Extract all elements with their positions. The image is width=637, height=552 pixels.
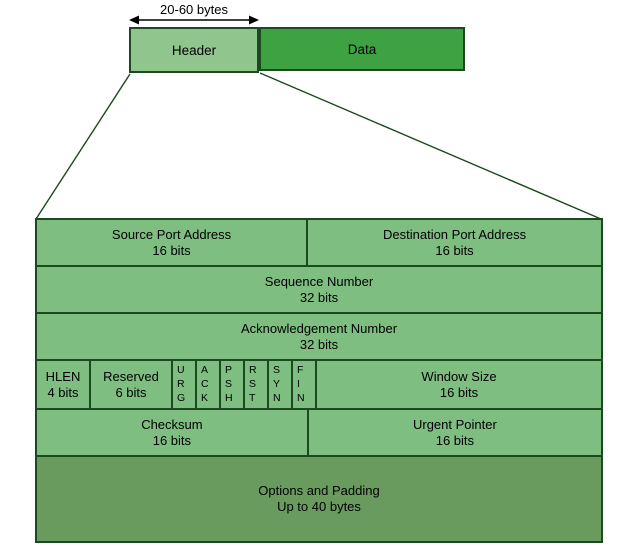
field-flag-urg: U R G	[173, 361, 195, 408]
field-flag-rst: R S T	[245, 361, 267, 408]
arrowhead-left-icon	[129, 15, 139, 25]
field-reserved: Reserved 6 bits	[91, 361, 171, 408]
table-row-checksum: Checksum 16 bits Urgent Pointer 16 bits	[37, 410, 601, 455]
field-flag-ack: A C K	[197, 361, 219, 408]
field-hlen: HLEN 4 bits	[37, 361, 89, 408]
field-checksum: Checksum 16 bits	[37, 410, 307, 455]
field-size: 4 bits	[47, 384, 79, 400]
connector-line-left	[35, 73, 131, 220]
header-box: Header	[129, 27, 259, 73]
field-size: 6 bits	[115, 384, 147, 400]
field-name: Destination Port Address	[383, 226, 527, 242]
data-box: Data	[259, 27, 465, 71]
field-acknowledgement-number: Acknowledgement Number 32 bits	[37, 314, 601, 359]
data-box-label: Data	[347, 41, 377, 57]
table-row-options: Options and Padding Up to 40 bytes	[37, 457, 601, 541]
field-name: Window Size	[421, 368, 497, 384]
field-window-size: Window Size 16 bits	[317, 361, 601, 408]
field-size: 16 bits	[435, 242, 474, 258]
field-size: 16 bits	[439, 384, 479, 400]
table-row-flags: HLEN 4 bits Reserved 6 bits U R G A C K …	[37, 361, 601, 408]
field-options-padding: Options and Padding Up to 40 bytes	[37, 457, 601, 541]
field-name: HLEN	[45, 368, 81, 384]
field-name: Reserved	[103, 368, 159, 384]
connector-line-right	[259, 72, 602, 220]
field-flag-fin: F I N	[293, 361, 315, 408]
field-urgent-pointer: Urgent Pointer 16 bits	[308, 410, 601, 455]
field-name: Sequence Number	[264, 273, 374, 289]
table-row-sequence: Sequence Number 32 bits	[37, 267, 601, 312]
size-annotation-label: 20-60 bytes	[160, 2, 228, 17]
field-name: Source Port Address	[111, 226, 232, 242]
tcp-header-field-table: Source Port Address 16 bits Destination …	[35, 218, 603, 543]
field-size: 16 bits	[152, 242, 191, 258]
field-size: 16 bits	[152, 432, 192, 448]
field-name: Urgent Pointer	[412, 416, 497, 432]
arrowhead-right-icon	[249, 15, 259, 25]
size-arrow	[129, 15, 259, 25]
header-box-label: Header	[171, 42, 217, 58]
field-size: 32 bits	[299, 336, 339, 352]
field-name: Options and Padding	[258, 483, 380, 498]
field-flag-syn: S Y N	[269, 361, 291, 408]
field-name: Acknowledgement Number	[240, 320, 398, 336]
field-flag-psh: P S H	[221, 361, 243, 408]
field-source-port: Source Port Address 16 bits	[37, 220, 307, 265]
table-row-acknowledgement: Acknowledgement Number 32 bits	[37, 314, 601, 359]
field-name: Checksum	[141, 416, 203, 432]
table-row-ports: Source Port Address 16 bits Destination …	[37, 220, 601, 265]
field-destination-port: Destination Port Address 16 bits	[308, 220, 601, 265]
field-size: Up to 40 bytes	[277, 499, 361, 514]
field-size: 32 bits	[299, 289, 339, 305]
field-sequence-number: Sequence Number 32 bits	[37, 267, 601, 312]
field-size: 16 bits	[435, 432, 475, 448]
